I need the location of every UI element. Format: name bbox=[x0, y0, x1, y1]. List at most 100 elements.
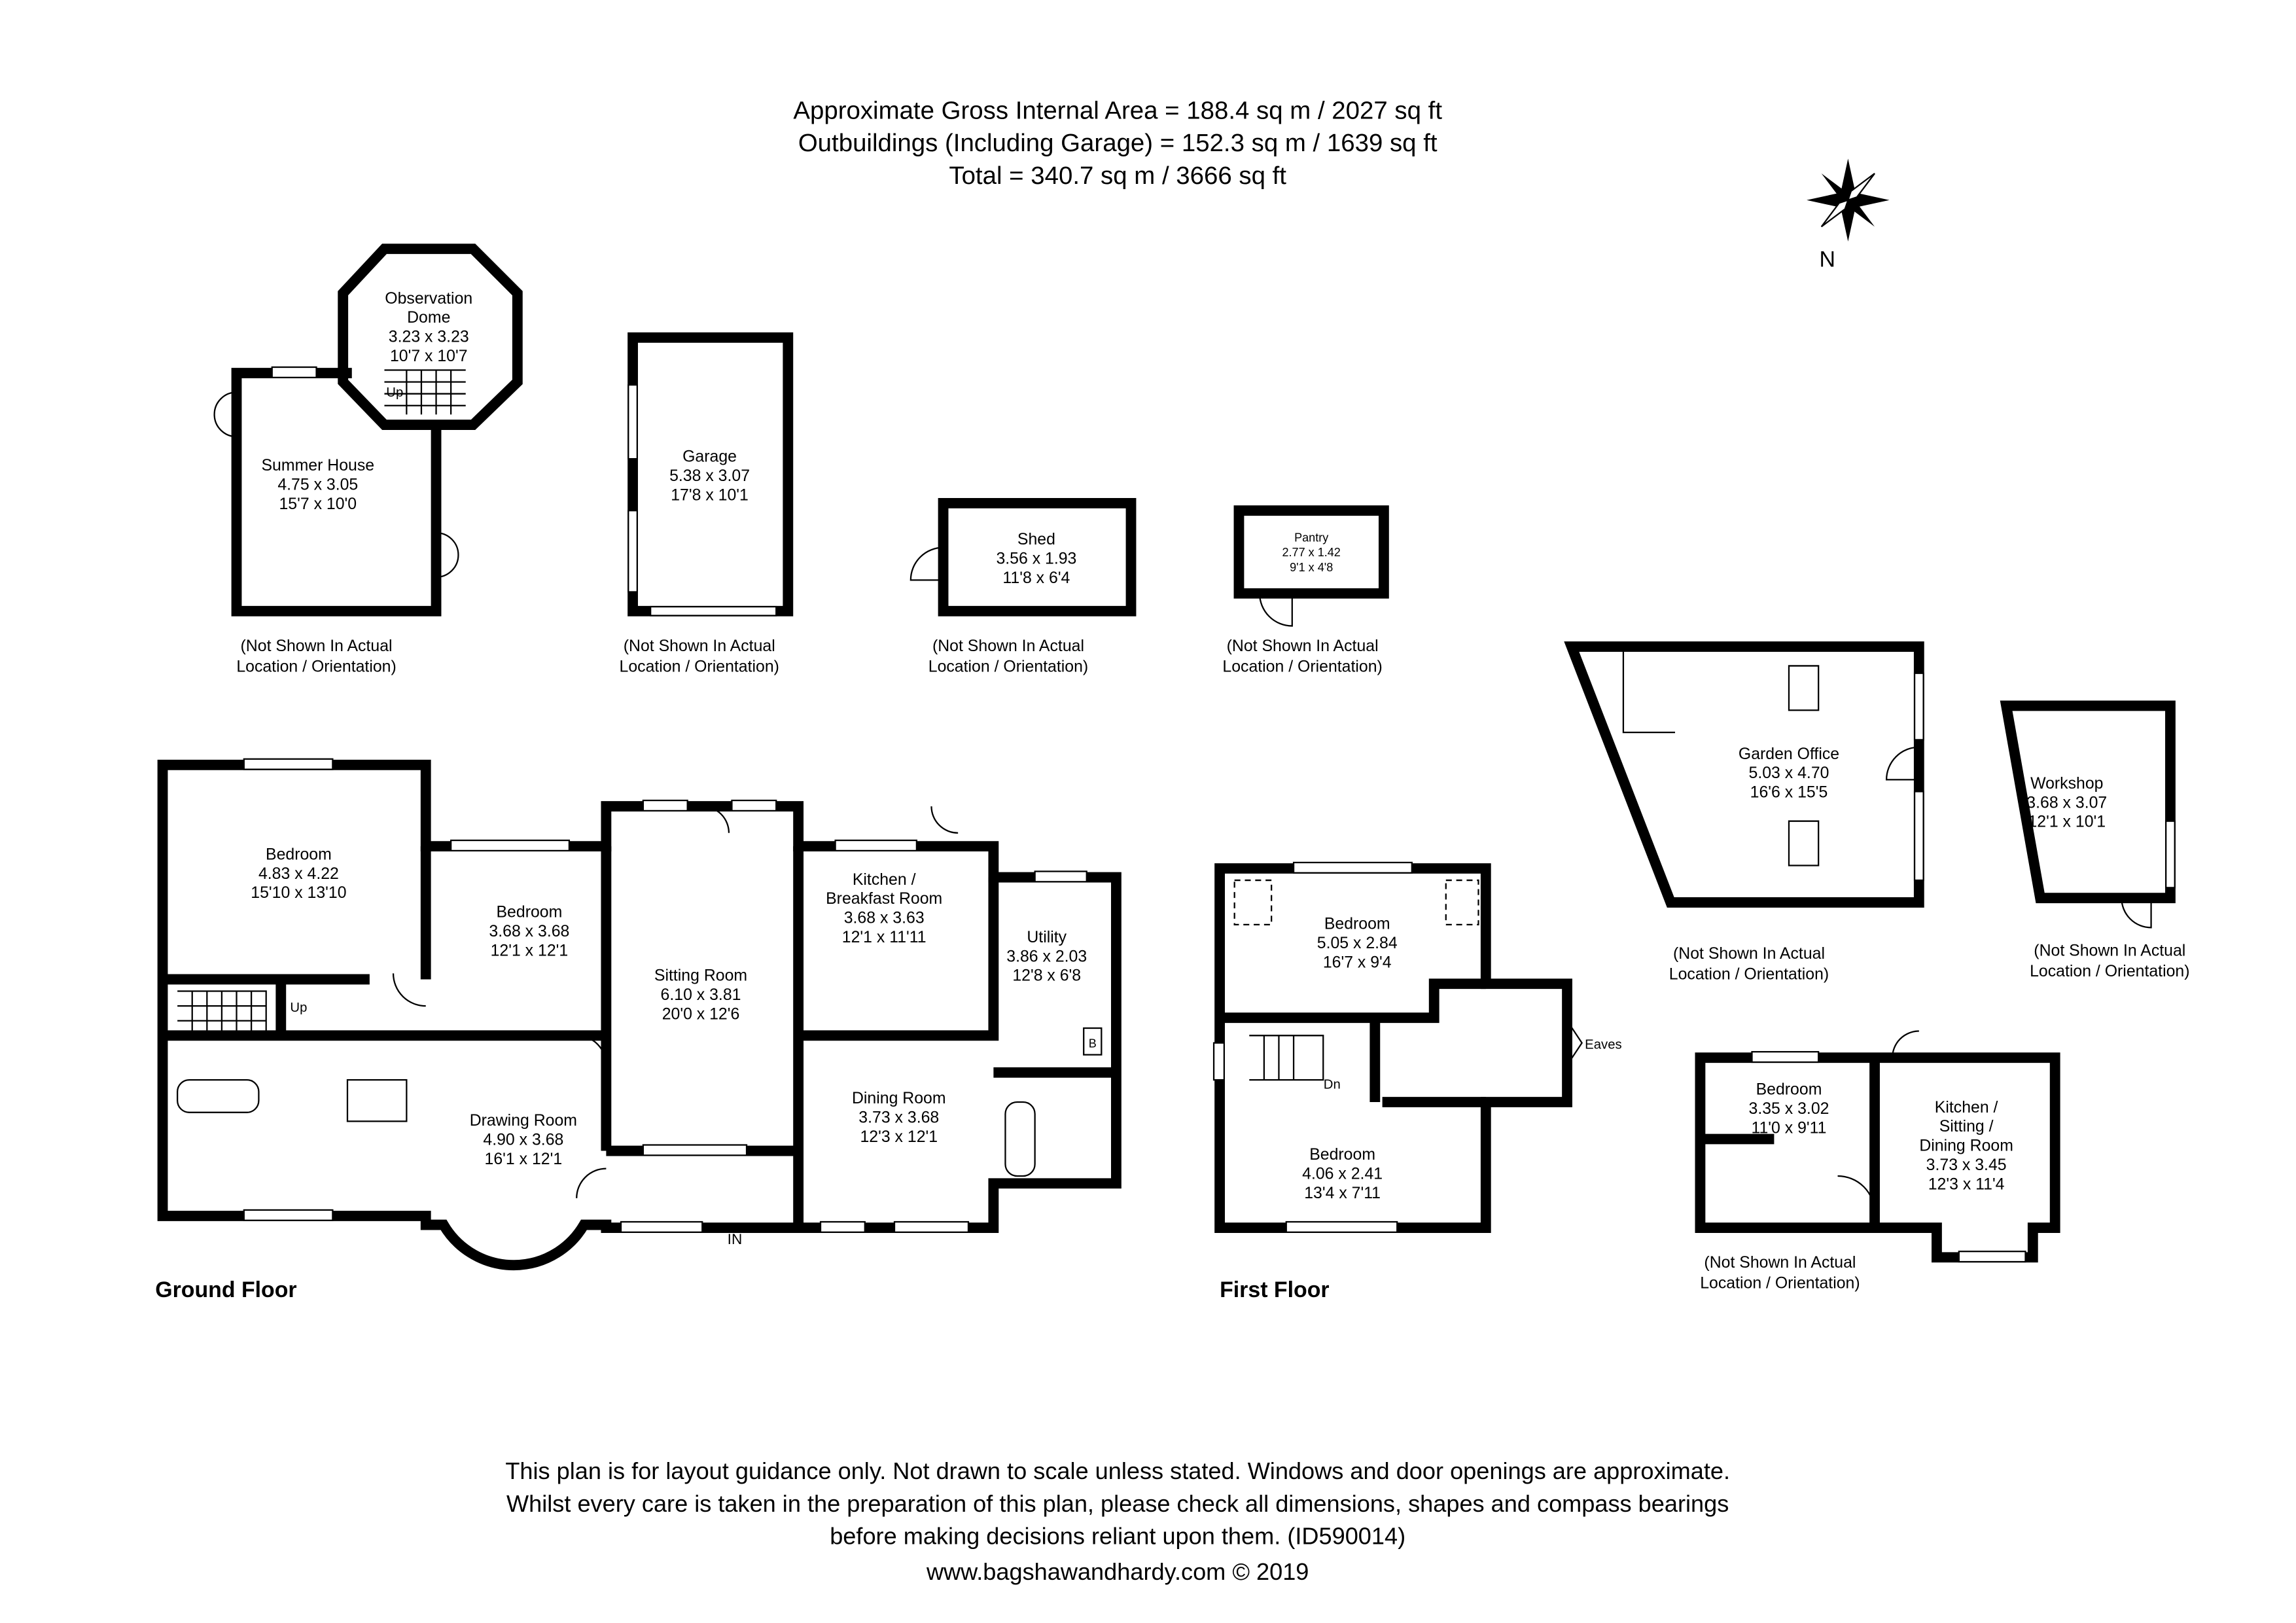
room-label-line: Garden Office bbox=[1739, 745, 1839, 763]
compass-rose-icon bbox=[1807, 158, 1890, 241]
room-label-line: 6.10 x 3.81 bbox=[661, 986, 741, 1004]
room-label-line: 10'7 x 10'7 bbox=[390, 348, 468, 365]
room-label-line: 4.90 x 3.68 bbox=[483, 1132, 563, 1149]
room-label-line: Utility bbox=[1027, 929, 1067, 946]
room-label-line: 4.83 x 4.22 bbox=[258, 865, 339, 883]
total-area-text: Total = 340.7 sq m / 3666 sq ft bbox=[949, 162, 1286, 190]
room-label-line: 5.03 x 4.70 bbox=[1749, 764, 1829, 782]
room-label-line: 5.38 x 3.07 bbox=[669, 467, 750, 485]
disclaimer-line-1: This plan is for layout guidance only. N… bbox=[505, 1457, 1730, 1484]
not-shown-caption: (Not Shown In Actual bbox=[1704, 1254, 1856, 1272]
room-label-line: Pantry bbox=[1294, 531, 1328, 544]
outbuildings-area-text: Outbuildings (Including Garage) = 152.3 … bbox=[798, 129, 1438, 157]
room-label-line: 12'3 x 12'1 bbox=[860, 1128, 938, 1146]
stairs-up-label: Up bbox=[290, 1001, 307, 1015]
room-label-line: Bedroom bbox=[496, 904, 562, 921]
entrance-label: IN bbox=[728, 1231, 743, 1247]
room-label-line: 11'0 x 9'11 bbox=[1752, 1119, 1827, 1137]
not-shown-caption: (Not Shown In Actual bbox=[932, 637, 1084, 655]
room-label-line: 9'1 x 4'8 bbox=[1290, 561, 1333, 574]
not-shown-caption: Location / Orientation) bbox=[928, 658, 1088, 675]
room-label-line: 16'7 x 9'4 bbox=[1323, 954, 1392, 971]
room-label-line: Sitting / bbox=[1939, 1118, 1994, 1135]
room-label-line: 3.68 x 3.07 bbox=[2026, 794, 2107, 812]
room-label-line: 16'6 x 15'5 bbox=[1750, 784, 1828, 802]
pantry-plan bbox=[1233, 505, 1389, 599]
not-shown-caption: (Not Shown In Actual bbox=[2034, 942, 2185, 959]
room-label-line: 3.86 x 2.03 bbox=[1006, 948, 1087, 965]
annex-plan bbox=[1695, 1030, 2060, 1263]
not-shown-caption: Location / Orientation) bbox=[1222, 658, 1382, 675]
room-label-line: Dining Room bbox=[1919, 1137, 2013, 1155]
not-shown-caption: (Not Shown In Actual bbox=[624, 637, 775, 655]
first-floor-plan: Eaves Dn bbox=[1212, 861, 1622, 1233]
room-label-line: 12'3 x 11'4 bbox=[1928, 1175, 2005, 1193]
room-label-line: 3.23 x 3.23 bbox=[389, 329, 469, 346]
room-label-line: Dining Room bbox=[852, 1090, 946, 1107]
room-label-line: Summer House bbox=[261, 457, 374, 474]
ground-floor-title: Ground Floor bbox=[155, 1277, 296, 1302]
room-label-line: 13'4 x 7'11 bbox=[1304, 1185, 1381, 1202]
room-label-line: 15'10 x 13'10 bbox=[251, 884, 346, 902]
website-link[interactable]: www.bagshawandhardy.com © 2019 bbox=[926, 1558, 1309, 1585]
not-shown-caption: (Not Shown In Actual bbox=[1673, 945, 1825, 963]
not-shown-caption: Location / Orientation) bbox=[1669, 965, 1829, 983]
disclaimer-line-2: Whilst every care is taken in the prepar… bbox=[506, 1490, 1729, 1517]
room-label-line: 3.73 x 3.45 bbox=[1926, 1156, 2007, 1174]
workshop-plan bbox=[2000, 700, 2176, 929]
room-label-line: 11'8 x 6'4 bbox=[1002, 569, 1070, 587]
disclaimer-line-3: before making decisions reliant upon the… bbox=[830, 1523, 1405, 1550]
stairs-down-label: Dn bbox=[1324, 1078, 1341, 1092]
garden-office-plan bbox=[1564, 641, 1924, 908]
pantry-door bbox=[1258, 593, 1293, 627]
room-label-line: 16'1 x 12'1 bbox=[485, 1150, 563, 1168]
not-shown-caption: (Not Shown In Actual bbox=[1227, 637, 1379, 655]
room-label-line: 20'0 x 12'6 bbox=[662, 1005, 740, 1023]
room-label-line: 4.75 x 3.05 bbox=[277, 476, 358, 494]
room-label-line: Bedroom bbox=[1324, 916, 1390, 933]
room-label-line: Workshop bbox=[2030, 775, 2103, 793]
room-label-line: 3.73 x 3.68 bbox=[858, 1109, 939, 1127]
room-label-line: Kitchen / bbox=[853, 871, 916, 889]
room-label-line: Drawing Room bbox=[470, 1112, 577, 1130]
room-label-line: Garage bbox=[682, 448, 737, 466]
garage-plan bbox=[627, 332, 794, 616]
room-label-line: 4.06 x 2.41 bbox=[1302, 1165, 1383, 1183]
area-summary: Approximate Gross Internal Area = 188.4 … bbox=[793, 96, 1442, 189]
room-label-line: 3.68 x 3.63 bbox=[844, 910, 925, 927]
room-label-line: 5.05 x 2.84 bbox=[1317, 935, 1398, 952]
room-label-line: 12'8 x 6'8 bbox=[1012, 967, 1081, 985]
room-label-line: Shed bbox=[1017, 531, 1055, 548]
room-label-line: 2.77 x 1.42 bbox=[1282, 546, 1340, 559]
room-label-utility: Utility 3.86 x 2.03 12'8 x 6'8 bbox=[1006, 929, 1087, 985]
not-shown-caption: Location / Orientation) bbox=[2030, 963, 2189, 980]
room-label-line: Sitting Room bbox=[654, 967, 747, 985]
shed-door bbox=[910, 546, 944, 581]
not-shown-caption: Location / Orientation) bbox=[620, 658, 779, 675]
not-shown-caption: (Not Shown In Actual bbox=[241, 637, 393, 655]
room-label-line: 3.56 x 1.93 bbox=[996, 550, 1076, 568]
room-label-ff-bedroom-1: Bedroom 5.05 x 2.84 16'7 x 9'4 bbox=[1317, 916, 1398, 972]
boiler-label: B bbox=[1089, 1037, 1097, 1050]
room-label-line: Breakfast Room bbox=[826, 890, 942, 908]
first-floor-title: First Floor bbox=[1220, 1277, 1330, 1302]
not-shown-caption: Location / Orientation) bbox=[1700, 1275, 1860, 1293]
room-label-pantry: Pantry 2.77 x 1.42 9'1 x 4'8 bbox=[1282, 531, 1340, 574]
gross-area-text: Approximate Gross Internal Area = 188.4 … bbox=[793, 96, 1442, 124]
not-shown-caption: Location / Orientation) bbox=[236, 658, 396, 675]
